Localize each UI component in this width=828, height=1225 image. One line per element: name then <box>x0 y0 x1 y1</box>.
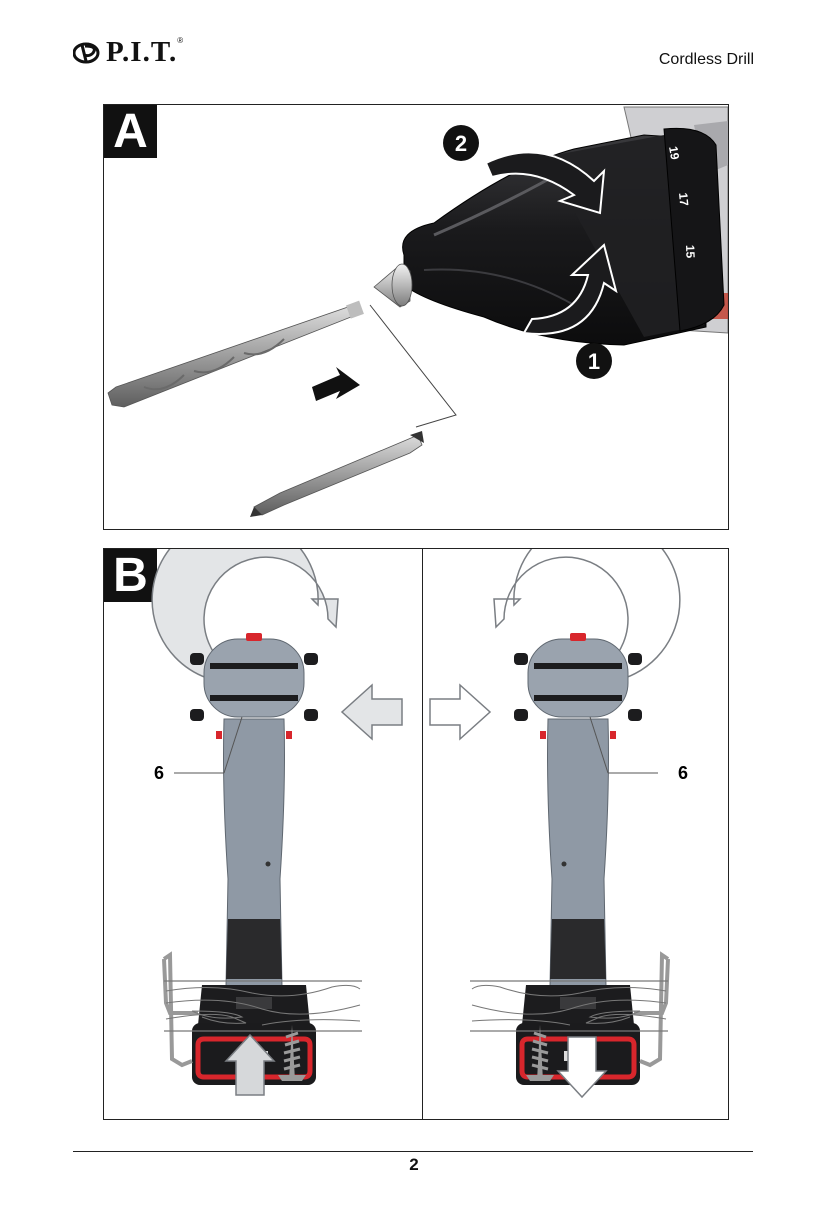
footer-rule <box>73 1151 753 1152</box>
step-1-badge: 1 <box>576 343 612 379</box>
step-1-number: 1 <box>588 349 600 374</box>
callout-number: 6 <box>678 763 688 783</box>
insert-arrow-icon <box>312 367 360 401</box>
callout-number: 6 <box>154 763 164 783</box>
page-title: Cordless Drill <box>659 51 754 69</box>
collar-number: 15 <box>683 245 697 259</box>
logo-emblem-icon <box>73 41 103 65</box>
chuck-illustration: 19 17 15 2 1 <box>104 105 728 529</box>
direction-illustration: 6 6 <box>104 549 728 1119</box>
collar-number: 19 <box>666 145 682 161</box>
figure-panel-a: A <box>103 104 729 530</box>
registered-mark: ® <box>177 36 183 45</box>
page-number: 2 <box>0 1155 828 1175</box>
figure-panel-b: B <box>103 548 729 1120</box>
step-2-number: 2 <box>455 131 467 156</box>
step-2-badge: 2 <box>443 125 479 161</box>
push-arrow-left-icon <box>342 685 402 739</box>
reverse-rotation-scene <box>430 549 680 1097</box>
forward-rotation-scene: 6 <box>152 549 402 1095</box>
brand-name: P.I.T. <box>106 36 177 69</box>
screwdriver-bit <box>250 431 424 517</box>
brand-logo: P.I.T. ® <box>73 36 183 69</box>
collar-number: 17 <box>676 192 691 207</box>
connector-line <box>370 305 456 427</box>
push-arrow-right-icon <box>430 685 490 739</box>
